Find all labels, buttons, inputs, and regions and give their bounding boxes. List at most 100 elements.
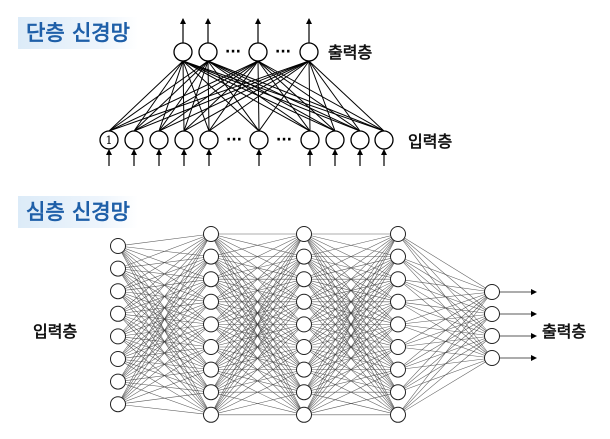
connection-line — [397, 291, 493, 393]
hidden-node — [390, 361, 406, 378]
connection-line — [303, 324, 399, 415]
connection-line — [182, 60, 336, 132]
connection-line — [308, 60, 385, 132]
connection-line — [397, 335, 493, 416]
output-node — [248, 42, 268, 62]
hidden-node — [203, 361, 219, 378]
output-node — [484, 284, 500, 300]
hidden-node — [296, 339, 312, 355]
deep-network-title: 심층 신경망 — [18, 196, 138, 228]
connection-line — [117, 301, 212, 405]
input-node — [374, 130, 394, 150]
hidden-node — [390, 406, 406, 423]
connection-line — [303, 233, 399, 370]
connection-line — [210, 233, 305, 393]
hidden-node — [296, 406, 312, 423]
single-layer-connections — [106, 18, 387, 166]
connection-line — [397, 291, 493, 325]
input-node — [124, 130, 144, 150]
connection-line — [303, 233, 399, 303]
deep-network-nodes — [110, 226, 500, 423]
hidden-node — [296, 271, 312, 288]
connection-line — [303, 279, 399, 415]
hidden-node — [203, 271, 219, 288]
hidden-node — [296, 226, 312, 242]
connection-line — [397, 278, 493, 359]
connection-line — [397, 313, 493, 415]
connection-line — [117, 346, 212, 405]
connection-line — [210, 233, 305, 325]
hidden-node — [203, 339, 219, 355]
connection-line — [210, 233, 305, 415]
hidden-node — [203, 406, 219, 423]
connection-line — [397, 301, 493, 359]
deep-network-connections — [117, 233, 537, 416]
connection-line — [257, 60, 385, 132]
connection-line — [303, 391, 399, 416]
connection-line — [117, 233, 212, 269]
output-node — [484, 306, 500, 322]
input-node — [110, 260, 126, 277]
connection-line — [303, 233, 399, 280]
connection-line — [210, 391, 305, 416]
connection-line — [397, 301, 493, 315]
connection-line — [397, 291, 493, 348]
connection-line — [117, 233, 212, 382]
connection-line — [210, 233, 305, 303]
connection-line — [303, 233, 399, 348]
connection-line — [182, 60, 361, 132]
output-node — [484, 350, 500, 366]
connection-line — [397, 256, 493, 293]
hidden-node — [296, 384, 312, 401]
input-node — [110, 373, 126, 390]
connection-line — [210, 301, 305, 415]
connection-line — [210, 233, 305, 257]
hidden-node — [390, 339, 406, 355]
hidden-node — [390, 271, 406, 288]
connection-line — [117, 233, 212, 247]
hidden-node — [390, 316, 406, 333]
connection-line — [397, 233, 493, 315]
connection-line — [210, 279, 305, 415]
connection-line — [397, 324, 493, 359]
connection-line — [117, 233, 212, 315]
hidden-node — [296, 293, 312, 310]
connection-line — [397, 256, 493, 337]
connection-line — [397, 346, 493, 359]
connection-line — [303, 256, 399, 415]
connection-line — [117, 233, 212, 405]
connection-line — [133, 60, 184, 132]
connection-line — [303, 301, 399, 415]
output-node — [299, 42, 319, 62]
hidden-node — [203, 384, 219, 401]
input-node — [350, 130, 370, 150]
connection-line — [397, 291, 493, 303]
connection-line — [257, 60, 361, 132]
hidden-node — [296, 361, 312, 378]
input-node — [110, 283, 126, 300]
input-node — [110, 305, 126, 322]
connection-line — [117, 324, 212, 405]
input-node — [199, 130, 219, 150]
hidden-node — [203, 293, 219, 310]
hidden-node — [203, 248, 219, 265]
connection-line — [117, 279, 212, 405]
connection-line — [210, 233, 305, 370]
bias-node — [99, 130, 119, 150]
ellipsis: ··· — [275, 44, 291, 60]
connection-line — [117, 391, 212, 405]
connection-line — [158, 60, 184, 132]
ellipsis: ··· — [226, 132, 242, 148]
output-node — [484, 328, 500, 344]
connection-line — [117, 403, 212, 416]
connection-line — [397, 256, 493, 315]
ellipsis: ··· — [225, 44, 241, 60]
connection-line — [303, 233, 399, 415]
hidden-node — [203, 316, 219, 333]
hidden-node — [296, 316, 312, 333]
connection-line — [303, 233, 399, 393]
single-input-layer-label: 입력층 — [408, 132, 453, 151]
connection-line — [117, 369, 212, 405]
connection-line — [117, 233, 212, 292]
